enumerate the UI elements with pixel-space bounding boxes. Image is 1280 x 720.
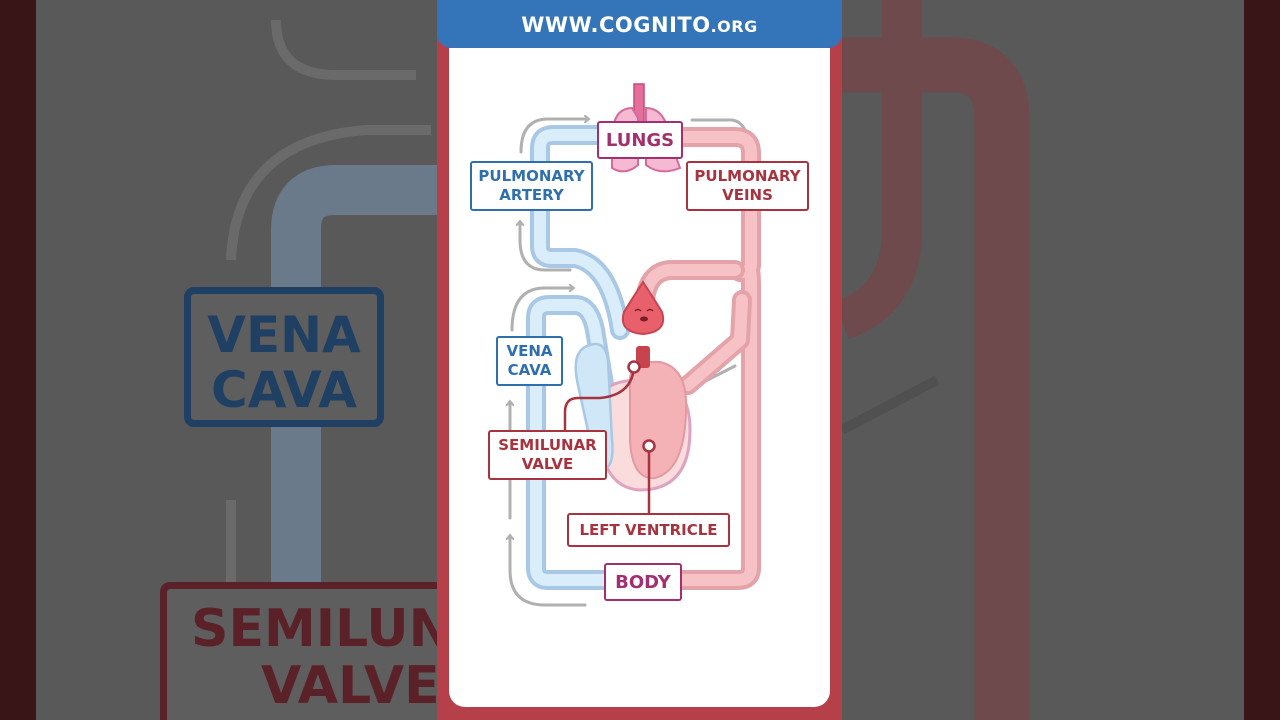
site-header[interactable]: WWW.COGNITO.ORG	[437, 0, 842, 48]
blurred-vessels-right	[842, 0, 1030, 720]
site-tld: .ORG	[710, 17, 758, 36]
arrow-to-lungs	[519, 119, 588, 154]
label-text: VENA	[506, 342, 553, 360]
right-edge	[1244, 0, 1280, 720]
semilunar-pointer	[563, 366, 636, 432]
deoxygenated-vessels	[526, 125, 630, 590]
circulation-diagram	[437, 83, 761, 607]
pointer-lines	[563, 366, 651, 515]
blurred-background-left: VENA CAVA SEMILUN VALVE	[36, 0, 437, 720]
bg-label-line: SEMILUN	[191, 599, 437, 659]
label-text: ARTERY	[499, 186, 564, 204]
blurred-vena-cava-label: VENA CAVA	[184, 287, 384, 427]
label-text: PULMONARY	[478, 167, 585, 185]
blurred-vessels-left	[226, 19, 437, 720]
label-vena-cava: VENA CAVA	[496, 336, 563, 386]
label-text: BODY	[615, 571, 671, 593]
left-edge	[0, 0, 36, 720]
label-left-ventricle: LEFT VENTRICLE	[567, 513, 730, 547]
label-text: PULMONARY	[694, 167, 801, 185]
arrow-from-body	[510, 536, 587, 607]
bg-label-line: VALVE	[261, 656, 437, 717]
site-url: WWW.COGNITO	[521, 13, 711, 37]
ventricle-marker	[642, 439, 656, 453]
label-text: SEMILUNAR	[498, 436, 597, 454]
label-text: VEINS	[722, 186, 773, 204]
arrow-up-artery	[520, 222, 572, 272]
blurred-background-right	[842, 0, 1244, 720]
arrow-to-heart	[510, 288, 573, 332]
label-semilunar-valve: SEMILUNAR VALVE	[488, 430, 607, 480]
blood-drop-mascot-icon	[621, 280, 665, 336]
label-text: LUNGS	[605, 129, 675, 151]
label-lungs: LUNGS	[597, 121, 683, 159]
label-pulmonary-artery: PULMONARY ARTERY	[470, 161, 593, 211]
semilunar-marker	[627, 360, 641, 374]
bg-label-line: VENA	[207, 306, 361, 364]
label-text: LEFT VENTRICLE	[579, 520, 718, 539]
label-pulmonary-veins: PULMONARY VEINS	[686, 161, 809, 211]
label-body: BODY	[604, 563, 682, 601]
label-text: VALVE	[521, 455, 574, 473]
label-text: CAVA	[507, 361, 552, 379]
heart-illustration	[574, 342, 692, 492]
blurred-semilunar-label: SEMILUN VALVE	[160, 582, 437, 720]
bg-label-line: CAVA	[211, 361, 357, 419]
